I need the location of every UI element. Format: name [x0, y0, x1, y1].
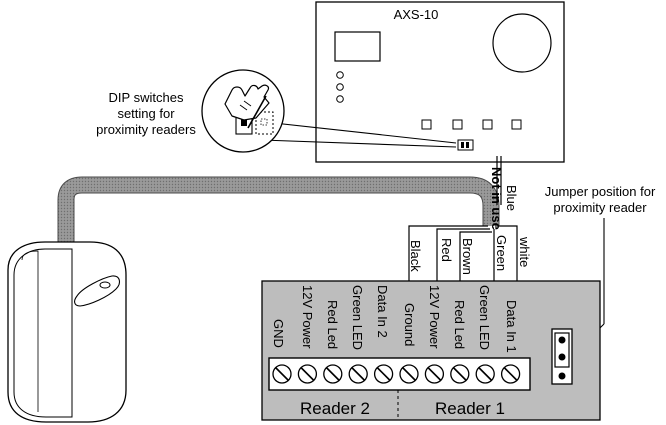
svg-text:proximity reader: proximity reader: [553, 200, 647, 215]
jumper-cap: [554, 332, 570, 368]
wire-label-blue: Blue: [504, 185, 519, 211]
board-to-cable-wires: [496, 156, 502, 205]
wire-label-red: Red: [439, 238, 454, 262]
wire-label-black: Black: [408, 240, 423, 272]
wire-label-white: white: [517, 236, 532, 267]
screw-terminal: [323, 364, 343, 384]
screw-terminal: [373, 364, 394, 384]
board-display: [334, 31, 381, 62]
terminal-block-board: GND 12V Power Red Led Green LED Data In …: [261, 280, 601, 421]
board-buzzer: [492, 13, 552, 73]
board-led-indicators: [336, 71, 344, 103]
terminal-label-green-led-2: Green LED: [350, 285, 365, 350]
dip-switch-callout: DIP switches setting for proximity reade…: [96, 69, 457, 153]
board-title: AXS-10: [394, 7, 439, 22]
wire-label-brown: Brown: [460, 238, 475, 275]
wire-label-green: Green: [494, 235, 509, 271]
svg-text:Jumper position for: Jumper position for: [545, 184, 656, 199]
screw-terminal: [475, 364, 495, 384]
terminal-label-data-in-2: Data In 2: [375, 285, 390, 338]
axs10-board: AXS-10: [315, 1, 565, 163]
screw-terminal-strip: [268, 357, 531, 391]
proximity-reader: [7, 241, 127, 423]
reader-1-label: Reader 1: [435, 399, 505, 418]
terminal-label-ground: Ground: [402, 303, 417, 346]
jumper-header: [551, 328, 573, 385]
terminal-label-12v-power-1: 12V Power: [427, 285, 442, 349]
screw-terminal: [272, 364, 292, 384]
svg-text:proximity readers: proximity readers: [96, 122, 196, 137]
terminal-label-red-led-2: Red Led: [325, 300, 340, 349]
terminal-label-12v-power-2: 12V Power: [300, 285, 315, 349]
screw-terminal: [424, 364, 445, 384]
hand-pen-icon: [224, 84, 270, 129]
terminal-labels: GND 12V Power Red Led Green LED Data In …: [271, 285, 519, 353]
terminal-label-green-led-1: Green LED: [477, 285, 492, 350]
terminal-label-gnd: GND: [271, 319, 286, 348]
cable-wire-labels: Blue Not in use Black Red Brown Green wh…: [408, 167, 532, 275]
svg-text:DIP switches: DIP switches: [109, 90, 184, 105]
screw-terminal: [500, 364, 521, 384]
dip-switch-label: DIP switches setting for proximity reade…: [96, 90, 196, 137]
screw-terminal: [450, 364, 470, 384]
reader-2-label: Reader 2: [300, 399, 370, 418]
board-dip-switch: [457, 139, 474, 151]
terminal-label-data-in-1: Data In 1: [504, 300, 519, 353]
screw-terminal: [348, 364, 368, 384]
screw-terminal: [297, 364, 318, 384]
reader-cable: [57, 176, 500, 246]
cable-breakout-wires: [408, 225, 518, 282]
terminal-label-red-led-1: Red Led: [452, 300, 467, 349]
board-connector-pads: [421, 119, 522, 130]
wire-label-not-in-use: Not in use: [489, 167, 504, 230]
reader-logo-tag: [74, 275, 121, 307]
jumper-callout: Jumper position for proximity reader: [545, 184, 656, 357]
svg-text:setting for: setting for: [117, 106, 175, 121]
screw-terminal: [399, 364, 419, 384]
